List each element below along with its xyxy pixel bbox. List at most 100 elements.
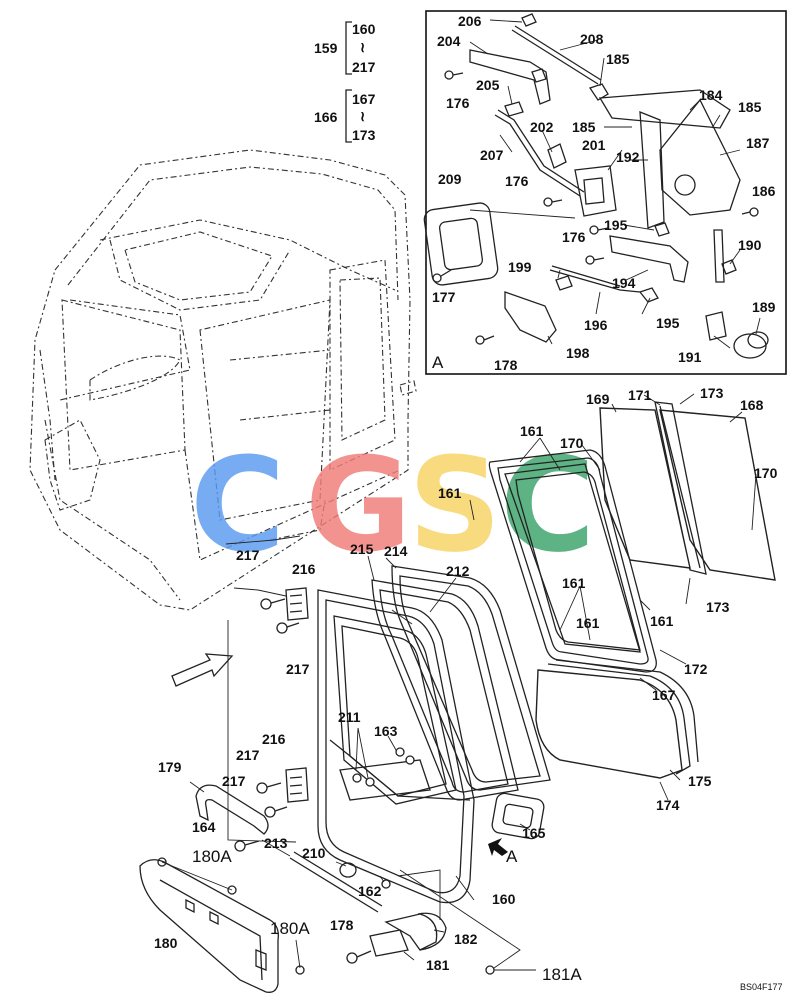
part-label-161: 161 (438, 485, 462, 501)
part-label-180A: 180A (270, 919, 310, 938)
part-label-210: 210 (302, 845, 326, 861)
part-label-181A: 181A (542, 965, 582, 984)
part-label-199: 199 (508, 259, 532, 275)
door-seals-214-215 (371, 565, 551, 801)
part-label-175: 175 (688, 773, 712, 789)
part-label-178: 178 (494, 357, 518, 373)
detail-a-label: A (432, 353, 444, 372)
part-label-211: 211 (338, 709, 361, 725)
group-159-sep: ≀ (360, 39, 365, 55)
group-bracket-159: 159 160 ≀ 217 (314, 21, 376, 75)
watermark-letter-2: G (305, 429, 412, 581)
group-166-to: 173 (352, 127, 376, 143)
part-label-160: 160 (492, 891, 516, 907)
group-159-parent: 159 (314, 40, 338, 56)
group-bracket-166: 166 167 ≀ 173 (314, 89, 376, 143)
part-label-217: 217 (236, 547, 260, 563)
part-label-169: 169 (586, 391, 610, 407)
rod-213 (289, 851, 383, 913)
part-label-161: 161 (520, 423, 544, 439)
part-label-180: 180 (154, 935, 178, 951)
part-label-180A: 180A (192, 847, 232, 866)
part-label-170: 170 (754, 465, 778, 481)
part-label-198: 198 (566, 345, 590, 361)
group-166-from: 167 (352, 91, 376, 107)
watermark: C G S C (190, 429, 595, 581)
cap-210 (339, 862, 357, 878)
part-label-186: 186 (752, 183, 776, 199)
part-label-182: 182 (454, 931, 478, 947)
part-label-194: 194 (612, 275, 636, 291)
part-label-164: 164 (192, 819, 216, 835)
part-label-196: 196 (584, 317, 608, 333)
detail-a-parts (423, 13, 769, 359)
group-159-to: 217 (352, 59, 376, 75)
part-label-191: 191 (678, 349, 702, 365)
part-label-217: 217 (236, 747, 260, 763)
part-label-217: 217 (286, 661, 310, 677)
part-label-178: 178 (330, 917, 354, 933)
diagram-code: BS04F177 (740, 982, 783, 992)
part-label-202: 202 (530, 119, 554, 135)
part-label-179: 179 (158, 759, 182, 775)
part-label-215: 215 (350, 541, 374, 557)
group-166-parent: 166 (314, 109, 338, 125)
group-159-from: 160 (352, 21, 376, 37)
front-direction-arrow (171, 653, 234, 687)
part-label-168: 168 (740, 397, 764, 413)
part-label-204: 204 (437, 33, 461, 49)
part-label-208: 208 (580, 31, 604, 47)
part-label-205: 205 (476, 77, 500, 93)
part-label-187: 187 (746, 135, 770, 151)
inner-handle-209 (423, 202, 576, 286)
part-label-209: 209 (438, 171, 462, 187)
seal-167 (515, 471, 641, 651)
part-label-176: 176 (562, 229, 586, 245)
part-label-192: 192 (616, 149, 640, 165)
part-label-173: 173 (706, 599, 730, 615)
part-number-labels: 2062082041851762051841851852021872072011… (154, 13, 778, 984)
part-label-207: 207 (480, 147, 504, 163)
lock-181-182 (369, 912, 447, 957)
handle-179 (195, 784, 269, 835)
window-glass-168 (659, 409, 776, 581)
part-label-195: 195 (604, 217, 628, 233)
part-label-195: 195 (656, 315, 680, 331)
part-label-185: 185 (572, 119, 596, 135)
part-label-216: 216 (262, 731, 286, 747)
part-label-181: 181 (426, 957, 450, 973)
part-label-214: 214 (384, 543, 408, 559)
part-label-176: 176 (446, 95, 470, 111)
main-screws (157, 598, 495, 975)
part-label-161: 161 (650, 613, 674, 629)
part-label-213: 213 (264, 835, 288, 851)
door-frame-160 (317, 589, 475, 904)
part-label-185: 185 (738, 99, 762, 115)
watermark-letter-4: C (500, 429, 595, 581)
part-label-177: 177 (432, 289, 456, 305)
glass-169 (599, 407, 691, 569)
part-label-217: 217 (222, 773, 246, 789)
cab-body (29, 149, 417, 611)
part-label-172: 172 (684, 661, 708, 677)
part-label-163: 163 (374, 723, 398, 739)
group-166-sep: ≀ (360, 108, 365, 124)
part-label-161: 161 (562, 575, 586, 591)
part-label-212: 212 (446, 563, 470, 579)
part-label-190: 190 (738, 237, 762, 253)
part-label-170: 170 (560, 435, 584, 451)
leader-lines (161, 393, 757, 971)
part-label-201: 201 (582, 137, 606, 153)
watermark-letter-3: S (408, 429, 502, 581)
part-label-173: 173 (700, 385, 724, 401)
handle-165 (491, 792, 545, 840)
part-label-174: 174 (656, 797, 680, 813)
watermark-letter-1: C (190, 429, 285, 581)
hinges-216 (285, 587, 309, 803)
part-label-161: 161 (576, 615, 600, 631)
cover-180 (139, 859, 279, 993)
part-label-171: 171 (628, 387, 652, 403)
part-label-216: 216 (292, 561, 316, 577)
detail-screws (432, 70, 759, 345)
